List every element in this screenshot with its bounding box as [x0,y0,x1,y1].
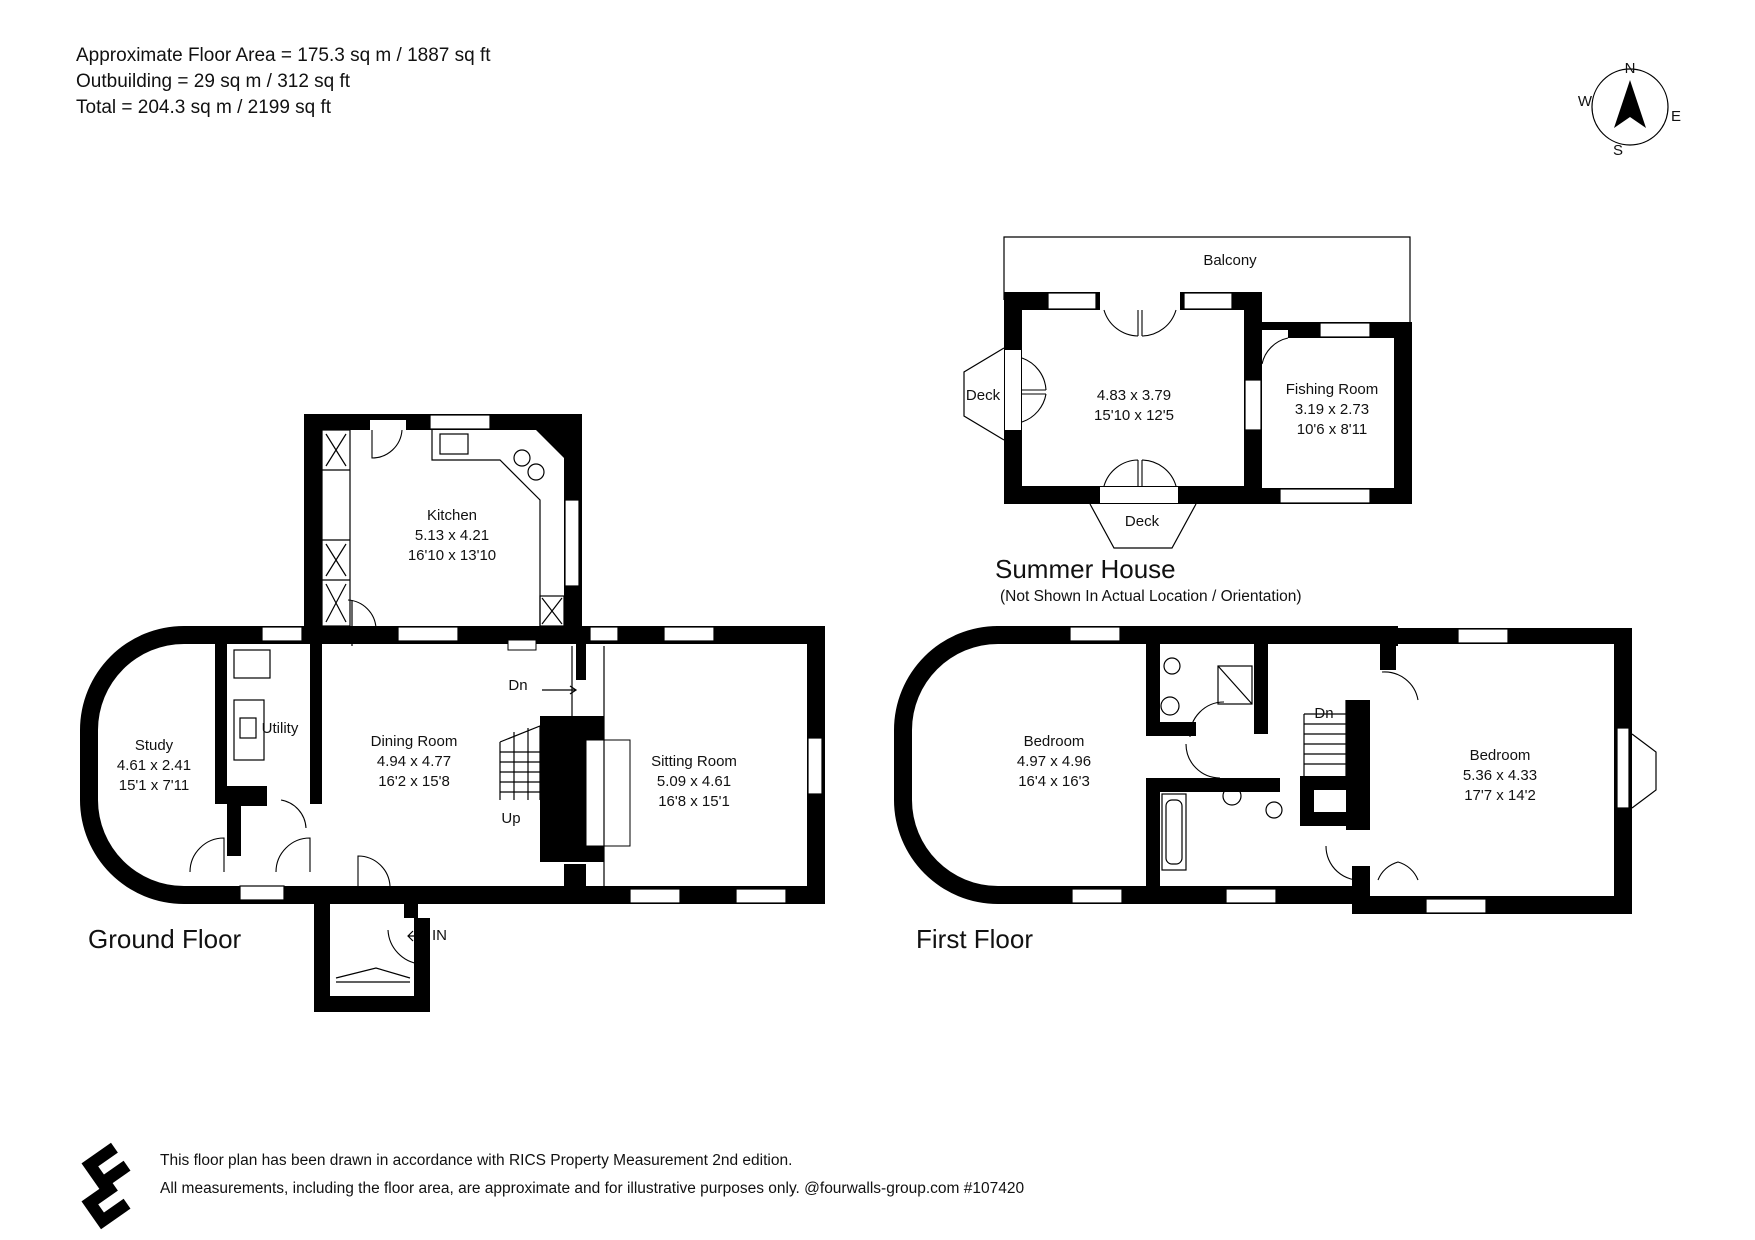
bedroom2-imperial: 17'7 x 14'2 [1464,787,1536,804]
compass-icon: N E S W [1578,60,1681,159]
fishing-room-name: Fishing Room [1286,381,1379,398]
ground-floor-plan: Kitchen 5.13 x 4.21 16'10 x 13'10 [80,414,825,1012]
sitting-room-imperial: 16'8 x 15'1 [658,793,730,810]
bedroom2-name: Bedroom [1470,747,1531,764]
kitchen-imperial: 16'10 x 13'10 [408,547,496,564]
footer-disclaimer: All measurements, including the floor ar… [160,1180,1025,1197]
compass-n: N [1625,60,1636,77]
kitchen-name: Kitchen [427,507,477,524]
floor-area-text: Approximate Floor Area = 175.3 sq m / 18… [76,45,491,66]
compass-w: W [1578,93,1593,110]
bedroom1-metric: 4.97 x 4.96 [1017,753,1091,770]
fishing-room-metric: 3.19 x 2.73 [1295,401,1369,418]
balcony-outline [1003,236,1411,325]
outbuilding-area-text: Outbuilding = 29 sq m / 312 sq ft [76,71,351,92]
summer-main-room-metric: 4.83 x 3.79 [1097,387,1171,404]
summer-house-note: (Not Shown In Actual Location / Orientat… [1000,588,1302,605]
compass-s: S [1613,142,1623,159]
bedroom2-metric: 5.36 x 4.33 [1463,767,1537,784]
summer-main-room-imperial: 15'10 x 12'5 [1094,407,1174,424]
utility-name: Utility [262,720,299,737]
ground-floor-title: Ground Floor [88,924,242,954]
first-floor-title: First Floor [916,924,1033,954]
deck-bottom-outline [1089,503,1197,549]
total-area-text: Total = 204.3 sq m / 2199 sq ft [76,97,332,118]
summer-house-title: Summer House [995,554,1176,584]
first-floor-plan: Bedroom 4.97 x 4.96 16'4 x 16'3 Bedroom … [894,626,1657,954]
ground-stairs-up: Up [501,810,520,827]
study-metric: 4.61 x 2.41 [117,757,191,774]
ground-stairs-dn: Dn [508,677,527,694]
deck-bottom-label: Deck [1125,513,1160,530]
footer-rics-note: This floor plan has been drawn in accord… [160,1152,793,1169]
fishing-room-imperial: 10'6 x 8'11 [1297,421,1368,438]
summer-house-plan: Balcony Deck Deck 4.83 x 3.79 15'10 x 12 [963,236,1412,605]
dining-room-imperial: 16'2 x 15'8 [378,773,450,790]
bedroom1-name: Bedroom [1024,733,1085,750]
deck-left-label: Deck [966,387,1001,404]
fourwalls-logo-icon [81,1142,131,1230]
dining-room-name: Dining Room [371,733,458,750]
dining-room-metric: 4.94 x 4.77 [377,753,451,770]
deck-left-outline [963,347,1005,441]
sitting-room-metric: 5.09 x 4.61 [657,773,731,790]
first-stairs-dn: Dn [1314,705,1333,722]
study-imperial: 15'1 x 7'11 [119,777,190,794]
balcony-label: Balcony [1203,252,1257,269]
study-name: Study [135,737,174,754]
entrance-label: IN [432,927,447,944]
bedroom1-imperial: 16'4 x 16'3 [1018,773,1090,790]
compass-e: E [1671,108,1681,125]
sitting-room-name: Sitting Room [651,753,737,770]
kitchen-metric: 5.13 x 4.21 [415,527,489,544]
